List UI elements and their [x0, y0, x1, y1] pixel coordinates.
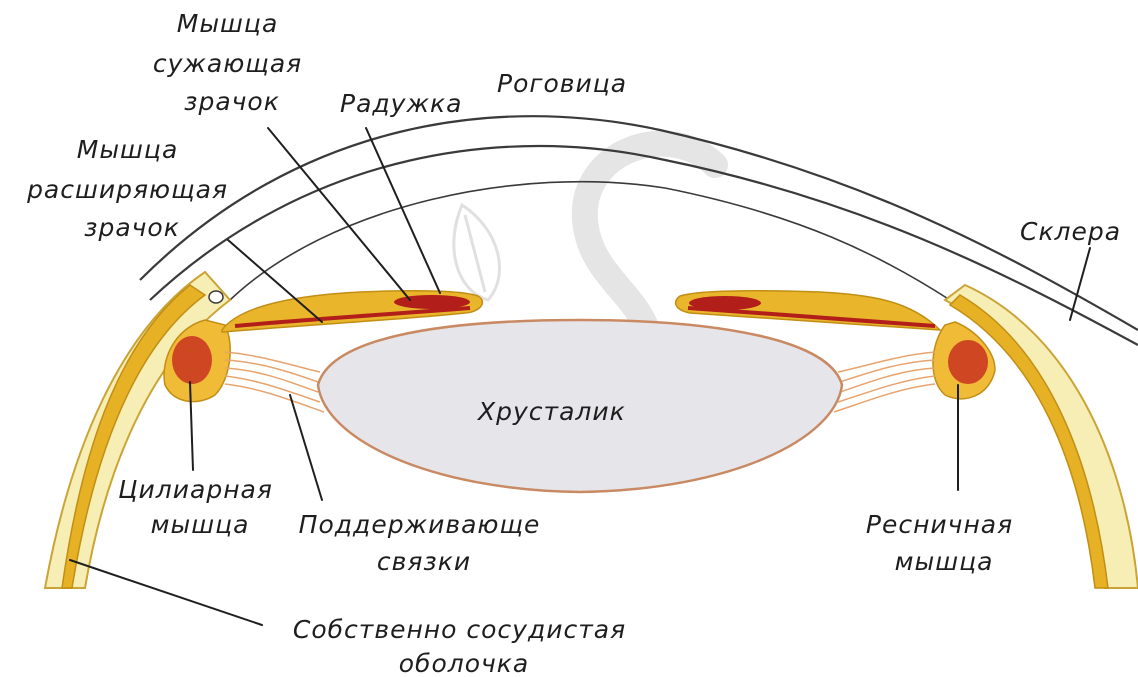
iris-sphincter-left — [394, 295, 470, 309]
label-sclera: Склера — [1020, 217, 1121, 246]
label-ciliary-left-line-2: мышца — [151, 510, 250, 539]
label-dilator-line-2: расширяющая — [26, 175, 228, 204]
label-iris: Радужка — [340, 89, 462, 118]
ciliary-muscle-left-fibers — [172, 336, 212, 384]
label-suspensory-ligaments: Поддерживающе связки — [299, 510, 550, 576]
label-dilator-muscle: Мышца расширяющая зрачок — [26, 135, 237, 242]
label-ligaments-line-1: Поддерживающе — [299, 510, 541, 539]
label-ciliary-right-line-1: Ресничная — [866, 510, 1013, 539]
label-ciliary-right-line-2: мышца — [895, 547, 994, 576]
suspensory-ligaments-left — [225, 352, 324, 412]
label-ciliary-left-line-1: Цилиарная — [118, 475, 273, 504]
leader-iris — [366, 128, 440, 293]
label-cornea: Роговица — [497, 69, 627, 98]
leader-sclera — [1070, 248, 1090, 320]
label-ciliary-muscle-left: Цилиарная мышца — [118, 475, 282, 539]
label-sphincter-line-1: Мышца — [177, 9, 279, 38]
label-dilator-line-3: зрачок — [84, 213, 180, 242]
label-ligaments-line-2: связки — [377, 547, 471, 576]
leader-ligaments — [290, 395, 322, 500]
iris-sphincter-right — [689, 296, 761, 310]
label-sphincter-line-3: зрачок — [184, 87, 280, 116]
suspensory-ligaments-right — [834, 352, 935, 412]
label-choroid: Собственно сосудистая оболочка — [293, 615, 635, 677]
leader-sphincter — [268, 128, 410, 300]
label-dilator-line-1: Мышца — [77, 135, 179, 164]
label-sphincter-line-2: сужающая — [153, 49, 302, 78]
leader-choroid — [70, 560, 262, 625]
watermark-leaf — [454, 205, 500, 300]
label-ciliary-muscle-right: Ресничная мышца — [866, 510, 1022, 576]
ciliary-muscle-right-fibers — [948, 340, 988, 384]
label-choroid-line-1: Собственно сосудистая — [293, 615, 626, 644]
label-choroid-line-2: оболочка — [399, 649, 529, 677]
label-sphincter-muscle: Мышца сужающая зрачок — [153, 9, 311, 116]
label-lens: Хрусталик — [476, 397, 626, 426]
schlemm-canal — [209, 291, 223, 303]
